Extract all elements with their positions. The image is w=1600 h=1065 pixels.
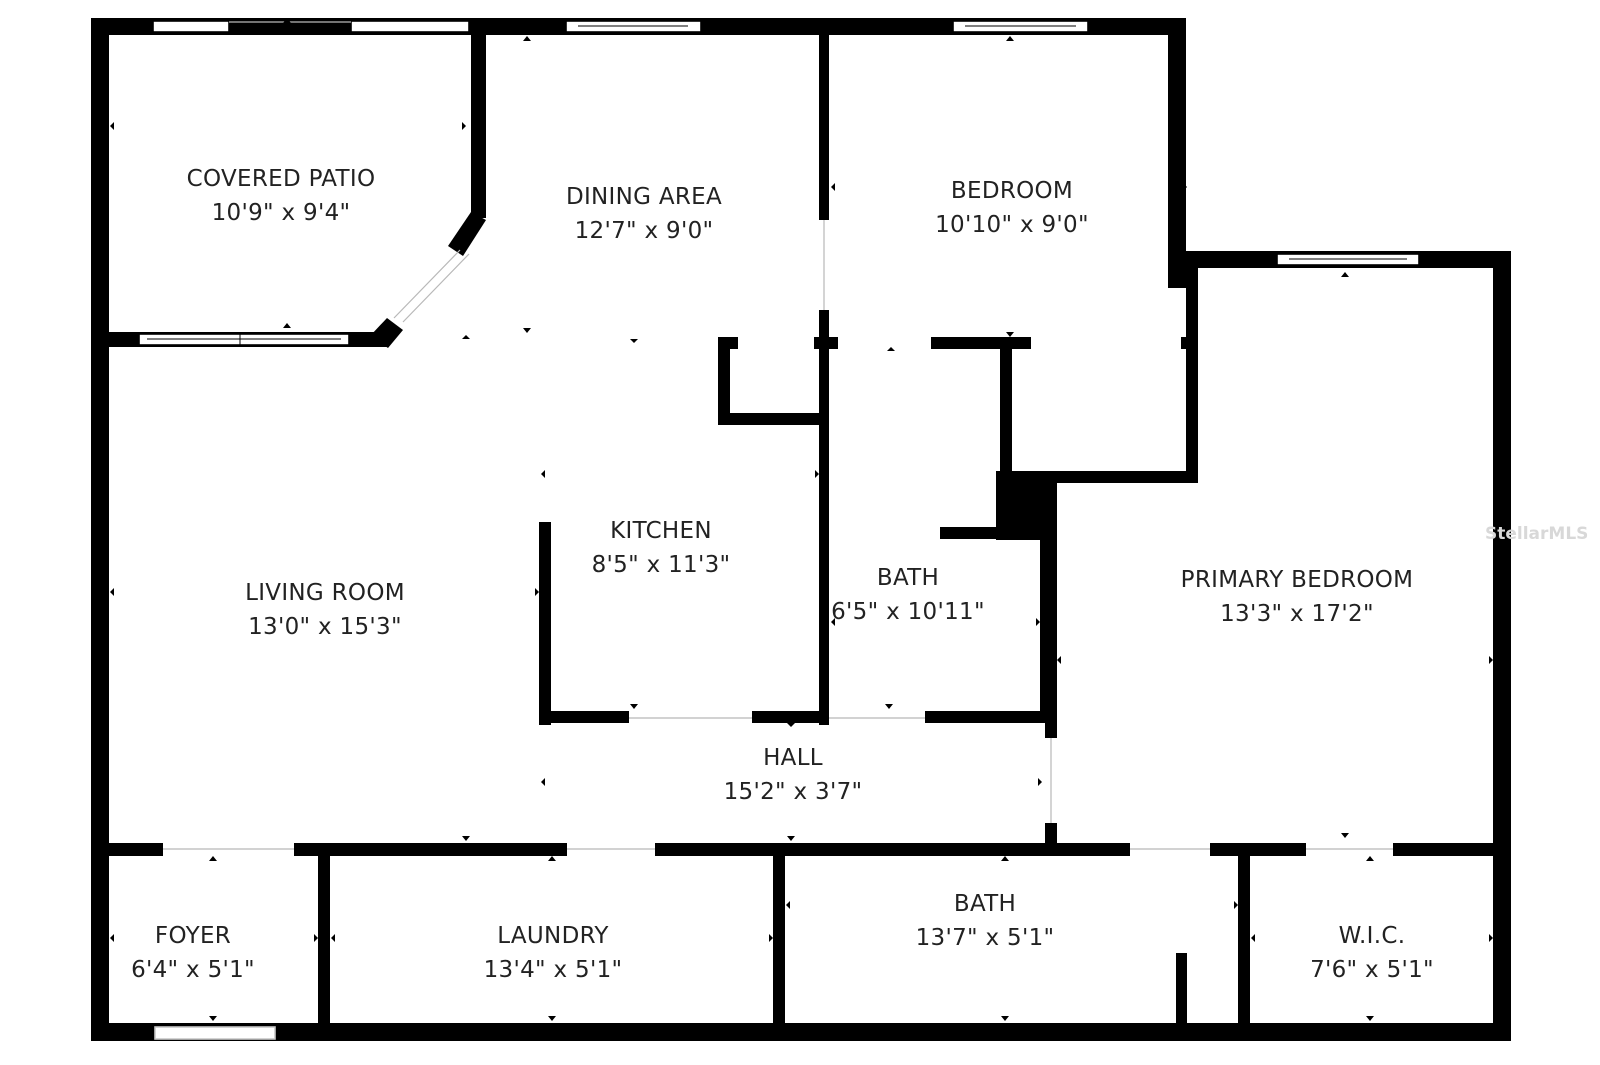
room-hall: HALL 15'2" x 3'7": [724, 745, 863, 805]
room-dimensions: 15'2" x 3'7": [724, 779, 863, 805]
outer-wall-right: [1493, 251, 1511, 1041]
pantry-bottom: [718, 413, 822, 425]
windows: [138, 20, 1420, 346]
primary-left-wall: [1045, 483, 1057, 738]
window-patio-1: [152, 20, 230, 33]
openings: [154, 220, 1393, 1040]
pantry-left: [718, 337, 730, 424]
lower-top-1: [91, 843, 163, 856]
room-name: FOYER: [155, 923, 231, 949]
room-dimensions: 6'4" x 5'1": [131, 957, 255, 983]
room-dimensions: 13'7" x 5'1": [916, 925, 1055, 951]
room-name: HALL: [763, 745, 823, 771]
bath-wic-wall: [1238, 843, 1250, 1041]
room-name: LIVING ROOM: [245, 580, 405, 606]
dining-bedroom-wall-lower: [819, 310, 829, 350]
room-dimensions: 10'10" x 9'0": [935, 212, 1089, 238]
outer-wall-bedroom-right: [1168, 18, 1186, 288]
room-dimensions: 8'5" x 11'3": [592, 552, 731, 578]
room-living-room: LIVING ROOM 13'0" x 15'3": [245, 580, 405, 640]
room-dimensions: 13'4" x 5'1": [484, 957, 623, 983]
laundry-bath-wall: [773, 843, 785, 1041]
kitchen-left-wall: [539, 522, 551, 725]
room-dimensions: 7'6" x 5'1": [1310, 957, 1434, 983]
room-kitchen: KITCHEN 8'5" x 11'3": [592, 518, 731, 578]
bedroom-right-inner: [1186, 268, 1198, 483]
room-covered-patio: COVERED PATIO 10'9" x 9'4": [187, 166, 376, 226]
room-foyer: FOYER 6'4" x 5'1": [131, 923, 255, 983]
measurement-markers: [110, 18, 1493, 1021]
lower-top-2: [294, 843, 567, 856]
dining-bedroom-wall: [819, 35, 829, 220]
room-name: LAUNDRY: [497, 923, 609, 949]
room-dimensions: 10'9" x 9'4": [212, 200, 351, 226]
room-laundry: LAUNDRY 13'4" x 5'1": [484, 923, 623, 983]
outer-wall-left: [91, 18, 109, 1041]
window-patio-2: [350, 20, 470, 33]
bath-upper-bottom: [925, 711, 1045, 723]
room-dimensions: 13'3" x 17'2": [1220, 601, 1374, 627]
room-dimensions: 13'0" x 15'3": [248, 614, 402, 640]
room-primary-bedroom: PRIMARY BEDROOM 13'3" x 17'2": [1181, 567, 1414, 627]
bedroom-bottom-wall-left: [814, 337, 838, 349]
room-bath-upper: BATH 6'5" x 10'11": [831, 565, 985, 625]
bedroom-closet-wall: [1000, 337, 1012, 482]
patio-angle-top: [448, 212, 486, 256]
kitchen-right-wall: [819, 350, 829, 725]
kitchen-bottom-right: [752, 711, 829, 723]
bedroom-bottom-wall-mid: [931, 337, 1031, 349]
room-dining-area: DINING AREA 12'7" x 9'0": [566, 184, 722, 244]
watermark: StellarMLS: [1485, 524, 1589, 544]
wall-column: [996, 471, 1053, 540]
room-name: COVERED PATIO: [187, 166, 376, 192]
outer-wall-bottom: [91, 1023, 1511, 1041]
room-bath-lower: BATH 13'7" x 5'1": [916, 891, 1055, 951]
room-name: KITCHEN: [610, 518, 712, 544]
lower-top-4: [1210, 843, 1306, 856]
front-door: [154, 1026, 276, 1040]
foyer-laundry-wall: [318, 843, 330, 1041]
room-dimensions: 12'7" x 9'0": [575, 218, 714, 244]
bath-partition: [1176, 953, 1187, 1041]
room-name: BATH: [954, 891, 1016, 917]
lower-top-5: [1393, 843, 1511, 856]
kitchen-bottom-left: [539, 711, 629, 723]
lower-top-3: [655, 843, 1130, 856]
room-name: PRIMARY BEDROOM: [1181, 567, 1414, 593]
room-name: W.I.C.: [1339, 923, 1406, 949]
patio-right-wall: [471, 18, 486, 218]
room-bedroom: BEDROOM 10'10" x 9'0": [935, 178, 1089, 238]
room-wic: W.I.C. 7'6" x 5'1": [1310, 923, 1434, 983]
room-name: DINING AREA: [566, 184, 722, 210]
patio-angle-opening: [393, 249, 461, 319]
room-name: BATH: [877, 565, 939, 591]
room-dimensions: 6'5" x 10'11": [831, 599, 985, 625]
room-name: BEDROOM: [951, 178, 1073, 204]
